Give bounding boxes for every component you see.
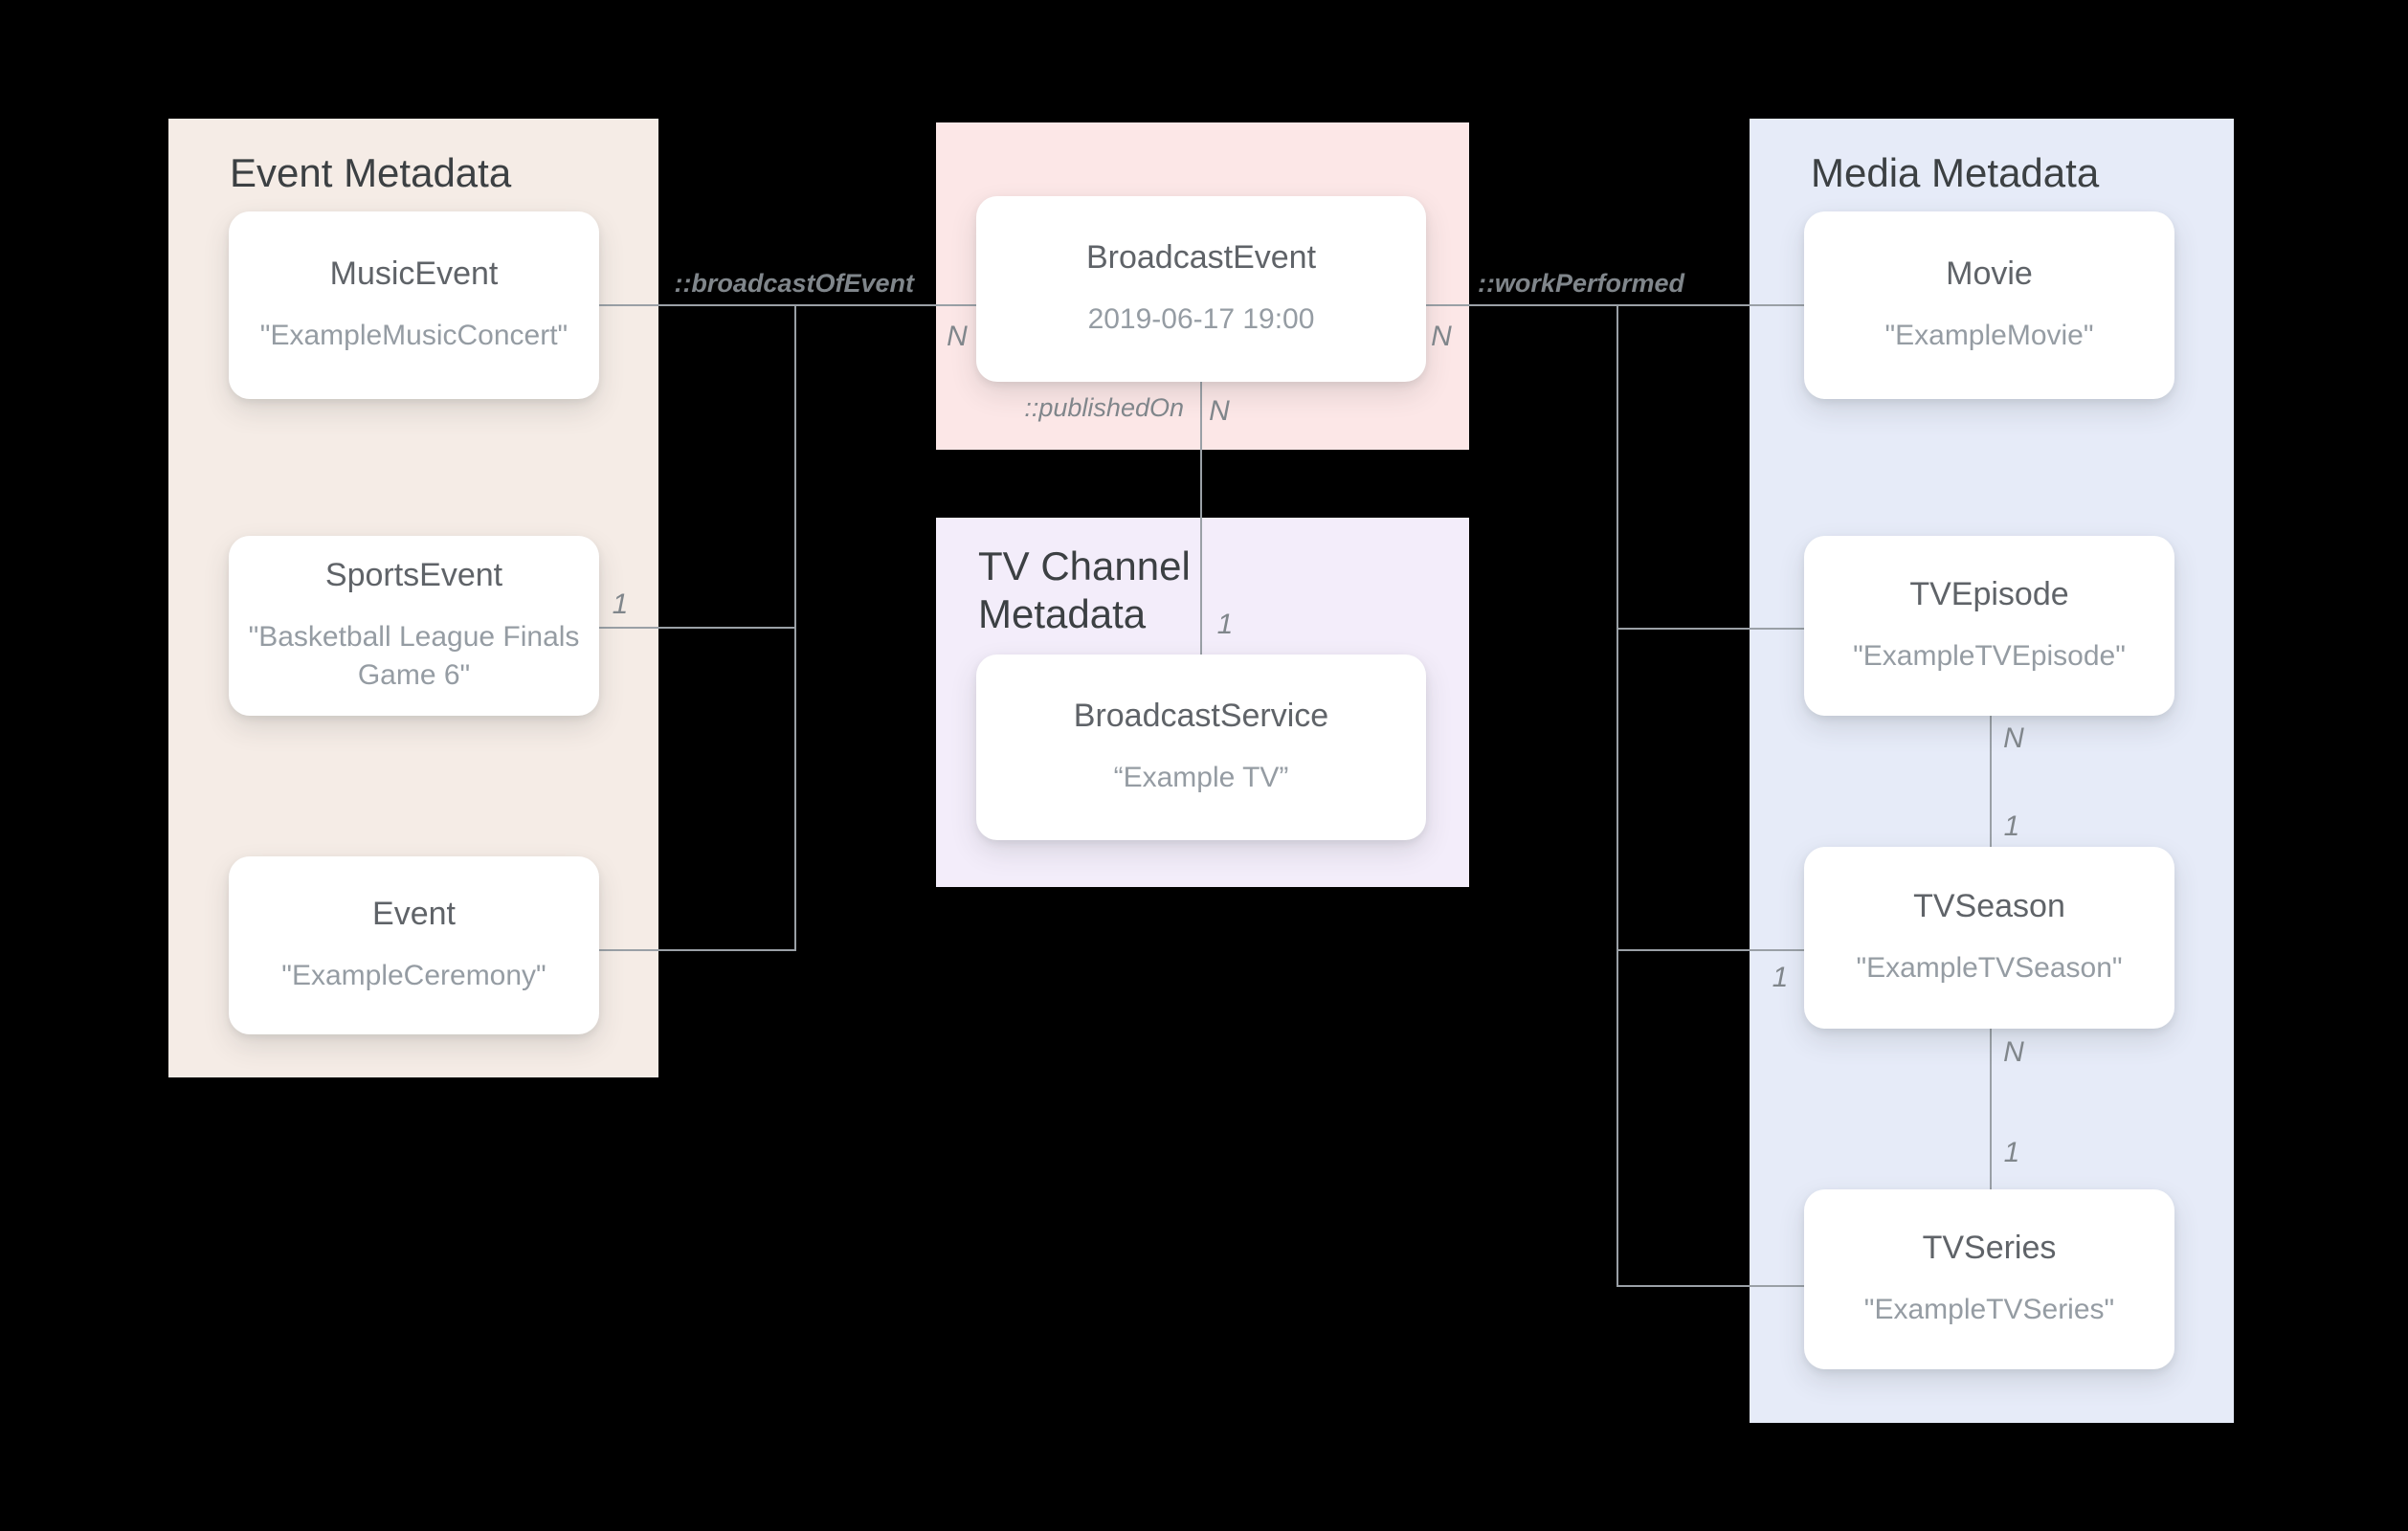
connector-tvseries-branch bbox=[1618, 1285, 1804, 1287]
card-movie-title: Movie bbox=[1946, 255, 2033, 292]
card-music-event: MusicEvent "ExampleMusicConcert" bbox=[229, 211, 599, 399]
connector-tvepisode-tvseason bbox=[1990, 716, 1992, 847]
card-sports-event-title: SportsEvent bbox=[324, 557, 503, 593]
card-event-title: Event bbox=[372, 896, 456, 932]
card-broadcast-event-value: 2019-06-17 19:00 bbox=[1087, 303, 1315, 335]
card-tv-episode-title: TVEpisode bbox=[1909, 576, 2069, 612]
card-tv-season-value: "ExampleTVSeason" bbox=[1856, 952, 2123, 984]
card-movie: Movie "ExampleMovie" bbox=[1804, 211, 2174, 399]
multiplicity-episode-season-n: N bbox=[2003, 722, 2024, 754]
connector-musicevent-broadcastevent bbox=[599, 304, 976, 306]
multiplicity-sports-event-1: 1 bbox=[612, 588, 629, 620]
multiplicity-broadcast-event-right-n: N bbox=[1431, 321, 1452, 352]
multiplicity-season-series-1: 1 bbox=[2003, 1137, 2020, 1168]
relation-label-broadcast-of-event: ::broadcastOfEvent bbox=[674, 269, 914, 298]
connector-tvseason-branch bbox=[1618, 949, 1804, 951]
card-tv-season-title: TVSeason bbox=[1913, 888, 2065, 924]
relation-label-published-on: ::publishedOn bbox=[1024, 393, 1184, 422]
connector-broadcastevent-movie bbox=[1426, 304, 1804, 306]
connector-tvepisode-branch bbox=[1618, 628, 1804, 630]
media-metadata-title: Media Metadata bbox=[1811, 150, 2100, 195]
card-tv-season: TVSeason "ExampleTVSeason" bbox=[1804, 847, 2174, 1029]
card-broadcast-service-title: BroadcastService bbox=[1073, 698, 1329, 734]
card-broadcast-event: BroadcastEvent 2019-06-17 19:00 bbox=[976, 196, 1426, 382]
multiplicity-episode-season-1: 1 bbox=[2003, 810, 2020, 842]
event-metadata-title: Event Metadata bbox=[230, 150, 512, 195]
multiplicity-broadcast-service-1: 1 bbox=[1216, 609, 1234, 640]
card-tv-series-title: TVSeries bbox=[1922, 1230, 2057, 1266]
card-broadcast-service-value: “Example TV” bbox=[1113, 762, 1289, 793]
card-event-value: "ExampleCeremony" bbox=[281, 960, 546, 991]
connector-publishedon bbox=[1200, 382, 1202, 657]
multiplicity-tv-season-left-1: 1 bbox=[1772, 962, 1789, 993]
connector-left-trunk bbox=[794, 304, 796, 951]
tv-channel-metadata-title: TV Channel Metadata bbox=[978, 544, 1191, 636]
multiplicity-published-on-n: N bbox=[1209, 395, 1230, 427]
multiplicity-broadcast-event-left-n: N bbox=[947, 321, 968, 352]
relation-label-work-performed: ::workPerformed bbox=[1477, 269, 1684, 298]
card-tv-series: TVSeries "ExampleTVSeries" bbox=[1804, 1189, 2174, 1369]
connector-right-trunk bbox=[1616, 304, 1618, 1287]
card-tv-series-value: "ExampleTVSeries" bbox=[1863, 1294, 2115, 1325]
connector-sportsevent-branch bbox=[599, 627, 794, 629]
card-sports-event: SportsEvent "Basketball League Finals Ga… bbox=[229, 536, 599, 716]
multiplicity-season-series-n: N bbox=[2003, 1036, 2024, 1068]
card-broadcast-event-title: BroadcastEvent bbox=[1085, 239, 1317, 276]
card-event: Event "ExampleCeremony" bbox=[229, 856, 599, 1034]
card-tv-episode: TVEpisode "ExampleTVEpisode" bbox=[1804, 536, 2174, 716]
card-sports-event-value: "Basketball League Finals Game 6" bbox=[248, 621, 580, 691]
connector-tvseason-tvseries bbox=[1990, 1029, 1992, 1189]
card-music-event-value: "ExampleMusicConcert" bbox=[259, 320, 569, 351]
card-broadcast-service: BroadcastService “Example TV” bbox=[976, 655, 1426, 840]
card-movie-value: "ExampleMovie" bbox=[1884, 320, 2094, 351]
card-music-event-title: MusicEvent bbox=[329, 255, 499, 292]
connector-event-branch bbox=[599, 949, 794, 951]
card-tv-episode-value: "ExampleTVEpisode" bbox=[1853, 640, 2126, 672]
